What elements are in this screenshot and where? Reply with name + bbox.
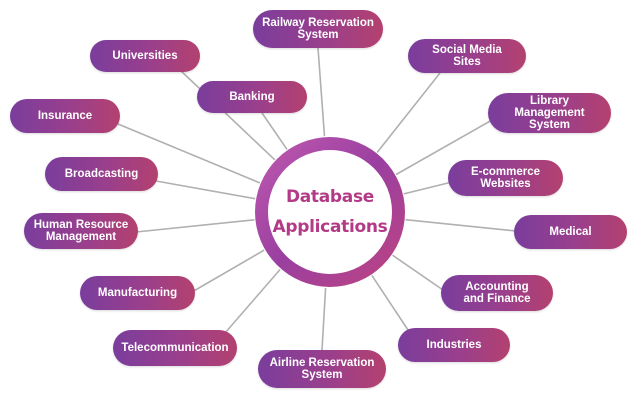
node-medical: Medical [514, 215, 627, 249]
connector-telecommunication [224, 268, 281, 334]
connector-airline-reservation [321, 287, 327, 351]
node-banking: Banking [197, 81, 307, 113]
connector-social-media [376, 72, 441, 153]
connector-broadcasting [155, 180, 256, 200]
hub-title-line1: Database [285, 187, 375, 207]
node-railway-reservation: Railway Reservation System [253, 10, 383, 48]
node-social-media: Social Media Sites [408, 39, 526, 73]
node-manufacturing: Manufacturing [80, 276, 195, 310]
node-airline-reservation: Airline Reservation System [258, 350, 386, 388]
connector-human-resource [135, 219, 255, 233]
connector-industries [371, 274, 411, 334]
connector-medical [405, 218, 517, 232]
node-universities: Universities [90, 40, 200, 72]
connector-insurance [117, 123, 261, 184]
node-accounting-finance: Accounting and Finance [441, 275, 553, 311]
connector-railway-reservation [317, 47, 326, 137]
connector-universities [179, 69, 276, 161]
central-hub: Database Applications [255, 137, 405, 287]
node-human-resource: Human Resource Management [24, 213, 138, 249]
node-library-management: Library Management System [488, 93, 611, 133]
connector-library-management [395, 119, 493, 176]
connector-accounting-finance [392, 254, 444, 291]
connector-manufacturing [191, 249, 265, 293]
node-e-commerce: E-commerce Websites [448, 160, 563, 196]
node-telecommunication: Telecommunication [113, 330, 237, 366]
central-hub-inner: Database Applications [268, 150, 392, 274]
node-broadcasting: Broadcasting [45, 157, 158, 191]
node-insurance: Insurance [10, 99, 120, 133]
hub-title-line2: Applications [272, 217, 388, 237]
node-industries: Industries [398, 328, 510, 362]
connector-banking [261, 112, 288, 150]
connector-e-commerce [403, 181, 453, 195]
